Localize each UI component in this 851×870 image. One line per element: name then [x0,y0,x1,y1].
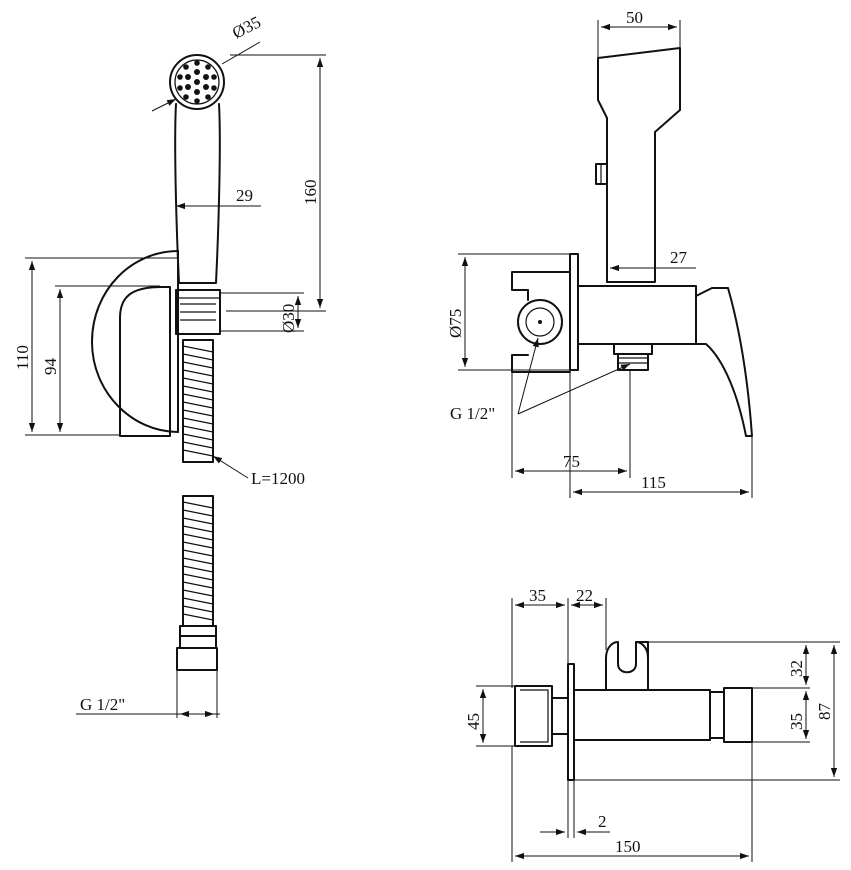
label-hose-thread: G 1/2" [80,695,125,714]
label-handle-width: 29 [236,186,253,205]
label-plan-depth-b: 22 [576,586,593,605]
hose-upper [182,339,214,463]
label-top-width: 50 [626,8,643,27]
label-plan-left-height: 45 [464,713,483,730]
label-lever-height: 94 [41,358,60,376]
label-body-length: 115 [641,473,666,492]
label-plan-length: 150 [615,837,641,856]
plan-dimensions: 35 22 32 35 87 45 2 150 [464,586,840,862]
label-spray-diameter: Ø35 [229,12,264,42]
hose-lower [182,495,214,627]
handset-side-view [91,54,225,671]
label-plan-depth-a: 35 [529,586,546,605]
label-handset-length: 160 [301,180,320,206]
label-plan-height-total: 87 [815,703,834,721]
label-plate-height: 110 [13,345,32,370]
label-holder-diameter: Ø30 [279,304,298,333]
label-plan-height-top: 32 [787,660,806,677]
label-plan-gap: 2 [598,812,607,831]
label-inlet-thread: G 1/2" [450,404,495,423]
label-shower-width: 27 [670,248,688,267]
spray-nozzles-icon [177,60,217,104]
front-dimensions: 50 27 Ø75 G 1/2" 75 115 [446,8,753,498]
label-hose-length: L=1200 [251,469,305,488]
label-flange-diameter: Ø75 [446,309,465,338]
label-plan-height-bottom: 35 [787,713,806,730]
label-outlet-offset: 75 [563,452,580,471]
mixer-plan-view [514,641,753,781]
mixer-front-view [511,47,753,437]
